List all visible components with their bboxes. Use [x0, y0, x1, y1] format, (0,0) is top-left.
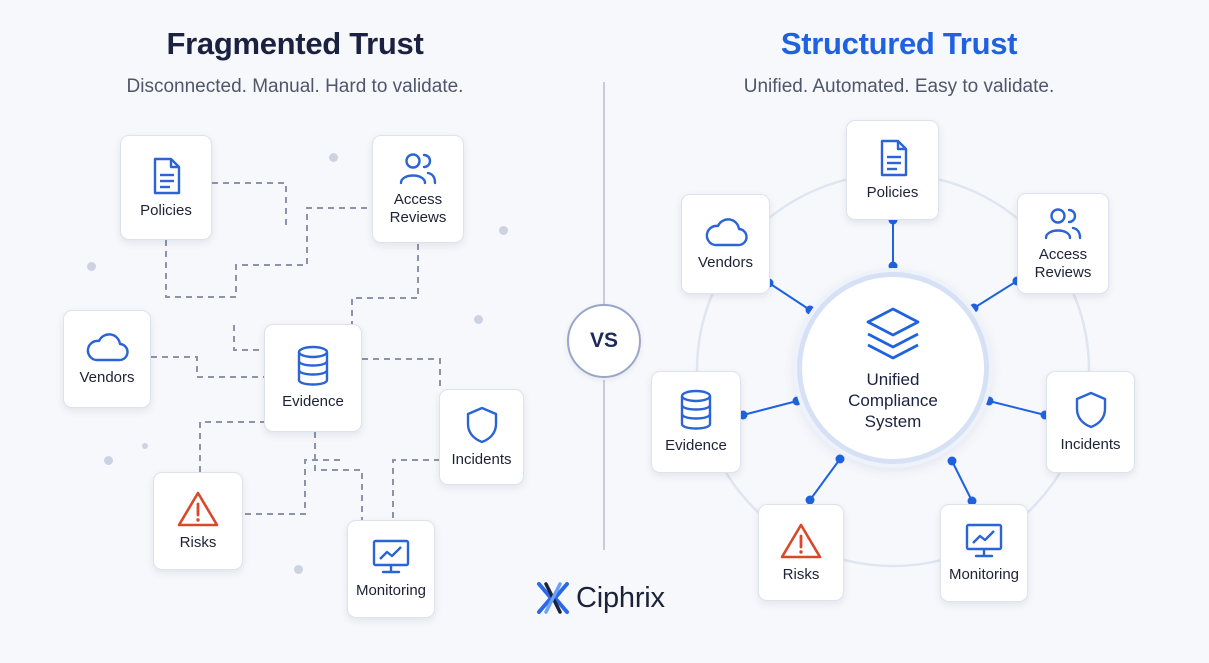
right-access-reviews-card: Access Reviews [1017, 193, 1109, 294]
divider-line-bottom [603, 380, 605, 550]
node-label: Evidence [665, 437, 727, 454]
node-label: Vendors [79, 369, 135, 386]
shield-icon [1075, 391, 1106, 429]
left-monitoring-card: Monitoring [347, 520, 435, 618]
document-icon [153, 157, 181, 194]
unified-compliance-hub: Unified Compliance System [797, 272, 989, 464]
cloud-icon [705, 218, 748, 247]
node-label: Policies [866, 184, 919, 201]
scatter-dot [294, 565, 303, 574]
users-icon [1044, 207, 1082, 239]
left-vendors-card: Vendors [63, 310, 151, 408]
right-policies-card: Policies [846, 120, 939, 220]
scatter-dot [104, 456, 113, 465]
hub-label-line3: System [864, 411, 922, 431]
database-icon [297, 345, 329, 386]
node-label: Risks [782, 565, 820, 583]
database-icon [680, 389, 712, 430]
node-label-line1: Access [393, 191, 443, 208]
right-monitoring-card: Monitoring [940, 504, 1028, 602]
scatter-dot [142, 443, 148, 449]
fragmented-trust-subtitle: Disconnected. Manual. Hard to validate. [126, 76, 464, 97]
right-vendors-card: Vendors [681, 194, 770, 294]
node-label: Monitoring [948, 566, 1020, 583]
hub-label: Unified Compliance System [828, 369, 958, 432]
scatter-dot [474, 315, 483, 324]
fragmented-trust-title: Fragmented Trust [166, 26, 424, 61]
left-policies-card: Policies [120, 135, 212, 240]
left-evidence-card: Evidence [264, 324, 362, 432]
scatter-dot [87, 262, 96, 271]
scatter-dot [499, 226, 508, 235]
document-icon [880, 139, 907, 177]
fragmented-connections [151, 182, 441, 522]
node-label: Evidence [282, 393, 344, 410]
hub-label-line1: Unified [866, 369, 920, 389]
structured-trust-subtitle: Unified. Automated. Easy to validate. [743, 76, 1055, 97]
monitor-chart-icon [965, 523, 1003, 558]
divider-line-top [603, 82, 605, 304]
node-label-line1: Access [1038, 245, 1088, 263]
warning-triangle-icon [177, 491, 219, 527]
unified-connections [742, 220, 1046, 502]
left-access-reviews-card: Access Reviews [372, 135, 464, 243]
ciphrix-logo-icon [537, 582, 569, 614]
node-label-line2: Reviews [389, 209, 447, 226]
node-label: Incidents [1060, 436, 1121, 453]
left-risks-card: Risks [153, 472, 243, 570]
node-label: Policies [140, 201, 192, 219]
node-label: Risks [179, 534, 217, 551]
structured-trust-title: Structured Trust [780, 26, 1018, 61]
right-risks-card: Risks [758, 504, 844, 601]
users-icon [399, 153, 437, 185]
node-label-line2: Reviews [1034, 263, 1092, 281]
scatter-dot [329, 153, 338, 162]
right-incidents-card: Incidents [1046, 371, 1135, 473]
ciphrix-brand: Ciphrix [536, 580, 665, 616]
node-label: Incidents [451, 451, 512, 468]
vs-badge: VS [567, 304, 641, 378]
brand-name: Ciphrix [576, 581, 665, 614]
shield-icon [466, 406, 497, 444]
stacked-layers-icon [866, 307, 920, 359]
node-label: Monitoring [355, 582, 427, 599]
monitor-chart-icon [372, 539, 410, 574]
warning-triangle-icon [780, 523, 822, 558]
left-incidents-card: Incidents [439, 389, 524, 485]
hub-label-line2: Compliance [848, 390, 938, 410]
cloud-icon [86, 333, 129, 362]
node-label: Vendors [697, 254, 754, 271]
right-evidence-card: Evidence [651, 371, 741, 473]
